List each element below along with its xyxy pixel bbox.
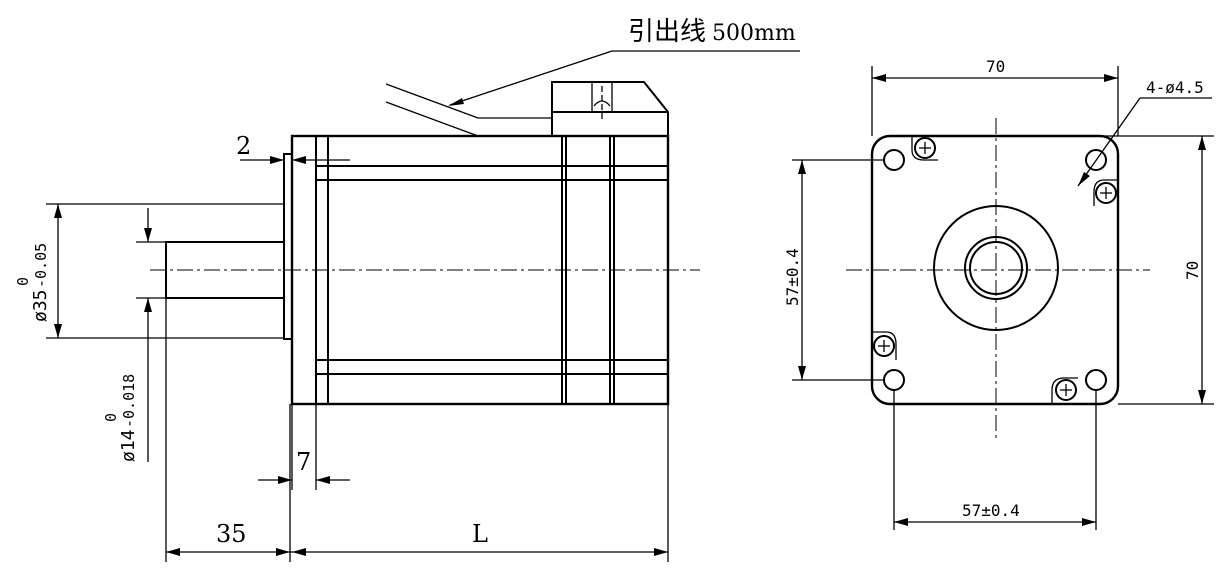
shaft-tol-upper: 0 <box>102 413 120 422</box>
lead-wire-callout: 引出线 500mm <box>385 17 800 137</box>
hole-spacing-horizontal-dim: 57±0.4 <box>962 501 1020 520</box>
screw-icon <box>1051 377 1078 404</box>
shaft-diameter-dim: ø14 <box>118 429 139 462</box>
boss-outer <box>933 205 1059 331</box>
screw-icon <box>1093 179 1118 206</box>
shaft-length-dim: 35 <box>216 520 247 548</box>
mounting-hole <box>883 149 905 171</box>
front-flange <box>870 134 1120 406</box>
boss-diameter-dim: ø35 <box>30 289 51 322</box>
front-height-dim: 70 <box>1183 261 1202 280</box>
pilot-boss <box>283 153 293 340</box>
side-view: 2 ø35 0 -0.05 ø14 0 -0.018 7 <box>14 81 700 562</box>
mounting-hole <box>1085 369 1107 391</box>
lead-wire-label: 引出线 <box>628 17 706 47</box>
screw-icon <box>872 331 897 360</box>
screw-icon <box>911 136 938 161</box>
flange-step-dim: 2 <box>236 132 251 160</box>
mounting-hole <box>883 369 905 391</box>
mounting-hole <box>1085 149 1107 171</box>
lead-wire-length: 500mm <box>712 21 796 46</box>
hole-spacing-vertical-dim: 57±0.4 <box>783 248 802 306</box>
flange-thickness-dim: 7 <box>296 448 311 476</box>
motor-body <box>290 134 670 406</box>
boss-tol-lower: -0.05 <box>32 243 50 288</box>
mounting-holes-dim: 4-ø4.5 <box>1146 78 1204 97</box>
body-length-dim: L <box>472 520 488 548</box>
front-view: 70 70 4-ø4.5 57±0.4 57±0.4 <box>783 57 1214 530</box>
shaft-tol-lower: -0.018 <box>120 374 138 428</box>
front-width-dim: 70 <box>986 57 1005 76</box>
wire-connector <box>551 81 669 136</box>
boss-inner <box>964 236 1028 300</box>
boss-tol-upper: 0 <box>14 277 32 286</box>
